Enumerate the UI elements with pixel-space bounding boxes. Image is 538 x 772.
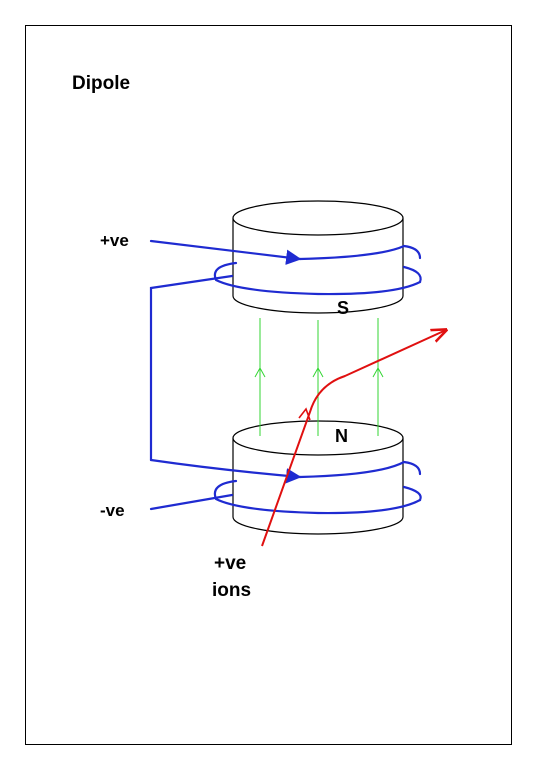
top-magnet: [232, 200, 404, 314]
bottom-coil-input: [149, 458, 302, 484]
top-coil-front: [298, 244, 422, 261]
bottom-coil-front: [298, 460, 422, 479]
field-arrow-center: [312, 366, 324, 378]
bottom-coil-lower-turn: [213, 479, 422, 515]
ions-label-line1: +ve: [214, 553, 246, 574]
bottom-magnet: [232, 420, 404, 535]
bottom-coil-output: [149, 493, 234, 511]
north-pole-label: N: [335, 426, 348, 446]
positive-terminal-label: +ve: [100, 231, 129, 250]
ion-path: [261, 330, 446, 547]
top-coil-input: [149, 239, 302, 265]
top-coil-right-loop: [402, 265, 422, 284]
top-coil-lower-turn: [213, 261, 422, 296]
diagram-frame: [25, 25, 512, 745]
ion-path-arrow: [298, 407, 311, 421]
bottom-coil-right-loop: [402, 485, 422, 502]
negative-terminal-label: -ve: [100, 501, 125, 520]
coil-wiring: [149, 239, 422, 515]
top-magnet-body: [232, 218, 404, 314]
ion-trajectory: [261, 330, 446, 547]
field-arrow-left: [254, 366, 266, 378]
field-arrow-right: [372, 366, 384, 378]
connecting-wire: [149, 274, 234, 462]
diagram-title: Dipole: [72, 73, 130, 94]
ions-label-line2: ions: [212, 580, 251, 601]
top-magnet-face: [232, 200, 404, 236]
field-lines: [254, 318, 384, 436]
south-pole-label: S: [337, 298, 349, 318]
